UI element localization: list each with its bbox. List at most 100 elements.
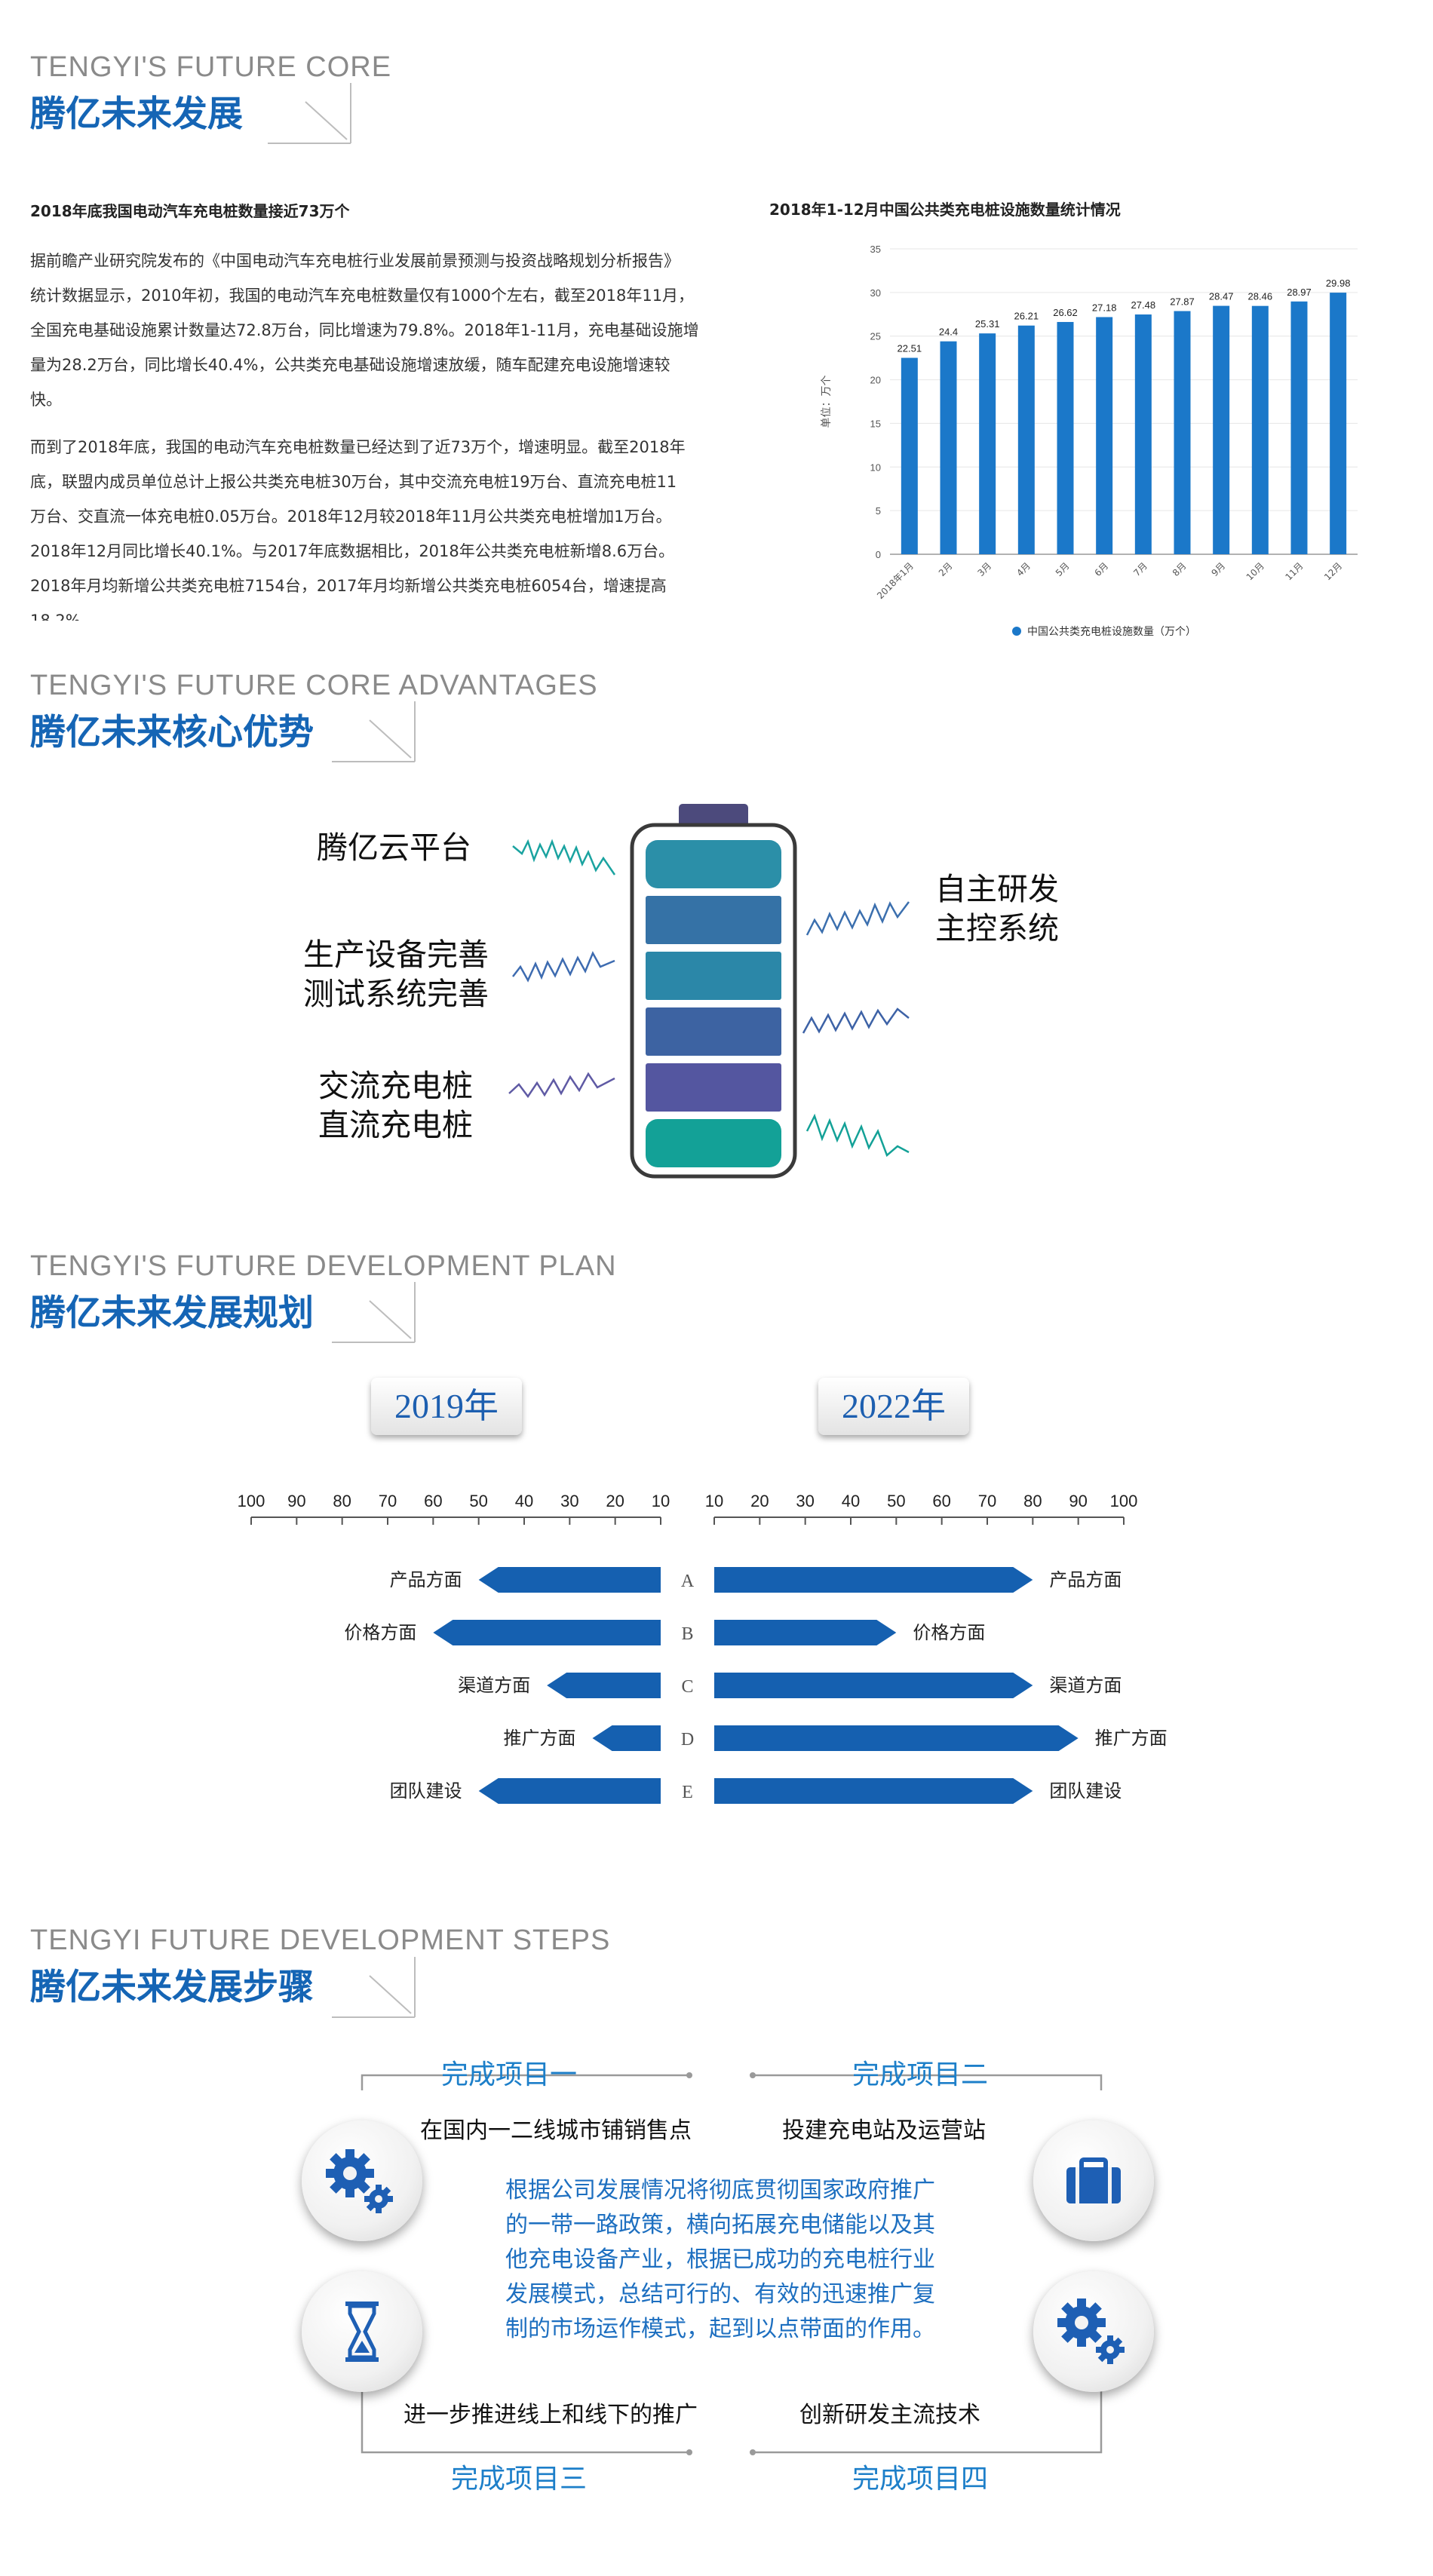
right-row-label: 团队建设 [1049, 1780, 1122, 1802]
advantage-label-chargers: 交流充电桩直流充电桩 [318, 1068, 473, 1143]
zigzag-line [512, 951, 615, 983]
left-row-label: 团队建设 [390, 1780, 462, 1802]
section-3-cn-title: 腾亿未来发展规划 [30, 1293, 314, 1334]
bar [940, 341, 957, 554]
right-bar [714, 1620, 897, 1645]
x-tick-label: 4月 [1014, 560, 1033, 578]
zigzag-line [805, 901, 910, 936]
zigzag-line [805, 1113, 910, 1158]
zigzag-line [802, 1007, 910, 1034]
x-tick-label: 2018年1月 [875, 560, 916, 601]
data-label: 27.48 [1131, 299, 1156, 311]
advantage-label-cloud-platform: 腾亿云平台 [317, 830, 471, 866]
left-bar [547, 1673, 661, 1698]
tick-label: 60 [424, 1492, 442, 1510]
left-bar [478, 1778, 661, 1804]
steps-connector-lines [361, 2072, 1103, 2455]
zigzag-decorations [508, 839, 910, 1158]
year-2022-box: 2022年 [818, 1378, 969, 1435]
bar [1017, 325, 1035, 554]
data-label: 28.46 [1248, 291, 1273, 302]
chart-title: 2018年1-12月中国公共类充电桩设施数量统计情况 [769, 201, 1121, 219]
y-tick-label: 0 [876, 549, 881, 560]
section-1-en-title: TENGYI'S FUTURE CORE [30, 51, 392, 83]
data-label: 27.18 [1092, 302, 1117, 313]
left-row-label: 产品方面 [390, 1569, 462, 1590]
left-bar [433, 1620, 661, 1645]
right-bar [714, 1673, 1033, 1698]
step-3-circle [302, 2271, 422, 2392]
left-bar [478, 1567, 661, 1593]
step-4-circle [1033, 2271, 1154, 2392]
row-letter: D [681, 1730, 694, 1750]
tick-label: 30 [796, 1492, 814, 1510]
data-label: 25.31 [975, 318, 1000, 330]
battery-cell [646, 1007, 781, 1056]
article-line: 底，联盟内成员单位总计上报公共类充电桩30万台，其中交流充电桩19万台、直流充电… [30, 473, 677, 491]
step-1-circle [302, 2121, 422, 2241]
legend-marker [1012, 627, 1021, 636]
section-4-cn-title: 腾亿未来发展步骤 [30, 1967, 314, 2008]
section-2-en-title: TENGYI'S FUTURE CORE ADVANTAGES [30, 670, 598, 701]
step-3-text: 进一步推进线上和线下的推广 [404, 2402, 698, 2428]
battery-cell [646, 952, 781, 1000]
tick-label: 90 [1069, 1492, 1087, 1510]
advantage-label-equipment: 生产设备完善测试系统完善 [303, 937, 489, 1012]
bar [979, 333, 996, 554]
section-4-en-title: TENGYI FUTURE DEVELOPMENT STEPS [30, 1924, 611, 1956]
article-paragraph-1: 据前瞻产业研究院发布的《中国电动汽车充电桩行业发展前景预测与投资战略规划分析报告… [30, 244, 766, 417]
article-line: 统计数据显示，2010年初，我国的电动汽车充电桩数量仅有1000个左右，截至20… [30, 287, 695, 305]
bar [901, 357, 918, 554]
section-3-en-title: TENGYI'S FUTURE DEVELOPMENT PLAN [30, 1250, 617, 1282]
right-row-label: 价格方面 [913, 1622, 985, 1643]
bar [1251, 305, 1269, 554]
row-letter: B [681, 1624, 693, 1644]
briefcase-icon [1066, 2157, 1121, 2203]
title-corner-decoration [332, 701, 416, 762]
x-tick-label: 11月 [1283, 560, 1305, 582]
left-bar [592, 1725, 661, 1751]
bar [1174, 311, 1191, 554]
x-tick-label: 3月 [976, 560, 994, 578]
steps-center-text: 根据公司发展情况将彻底贯彻国家政府推广 的一带一路政策，横向拓展充电储能以及其 … [505, 2177, 935, 2342]
section-2-cn-title: 腾亿未来核心优势 [30, 712, 314, 753]
step-4-title: 完成项目四 [852, 2464, 989, 2495]
right-row-label: 产品方面 [1049, 1569, 1122, 1590]
data-label: 22.51 [898, 343, 922, 354]
advantage-label-rd: 自主研发主控系统 [935, 871, 1059, 946]
y-tick-label: 25 [870, 331, 881, 342]
x-tick-label: 12月 [1322, 560, 1344, 582]
data-label: 27.87 [1170, 296, 1195, 308]
article-line: 据前瞻产业研究院发布的《中国电动汽车充电桩行业发展前景预测与投资战略规划分析报告… [30, 252, 680, 270]
title-corner-decoration [268, 83, 351, 144]
right-bar [714, 1567, 1033, 1593]
zigzag-line [508, 1072, 615, 1099]
row-letter: C [681, 1677, 693, 1697]
step-1-text: 在国内一二线城市铺销售点 [420, 2118, 692, 2144]
battery-cell [646, 1063, 781, 1112]
article-heading: 2018年底我国电动汽车充电桩数量接近73万个 [30, 202, 350, 220]
tick-label: 40 [515, 1492, 533, 1510]
tick-label: 100 [1110, 1492, 1138, 1510]
left-row-label: 渠道方面 [458, 1675, 530, 1696]
battery-terminal [679, 804, 748, 826]
tick-label: 80 [333, 1492, 351, 1510]
tick-label: 100 [238, 1492, 265, 1510]
battery-cell [646, 896, 781, 944]
bar-chart: 05101520253035单位：万个22.512018年1月24.42月25.… [821, 244, 1358, 638]
tick-label: 40 [842, 1492, 860, 1510]
data-label: 28.47 [1209, 291, 1234, 302]
gears-icon [1057, 2298, 1125, 2364]
bar [1330, 293, 1347, 554]
right-bar [714, 1778, 1033, 1804]
right-row-label: 渠道方面 [1049, 1675, 1122, 1696]
tick-label: 30 [560, 1492, 578, 1510]
battery-graphic [630, 804, 797, 1179]
battery-cell [646, 1119, 781, 1167]
article-line: 而到了2018年底，我国的电动汽车充电桩数量已经达到了近73万个，增速明显。截至… [30, 438, 686, 456]
x-tick-label: 6月 [1093, 560, 1111, 578]
y-tick-label: 10 [870, 462, 881, 473]
tick-label: 70 [978, 1492, 996, 1510]
y-tick-label: 5 [876, 505, 881, 517]
